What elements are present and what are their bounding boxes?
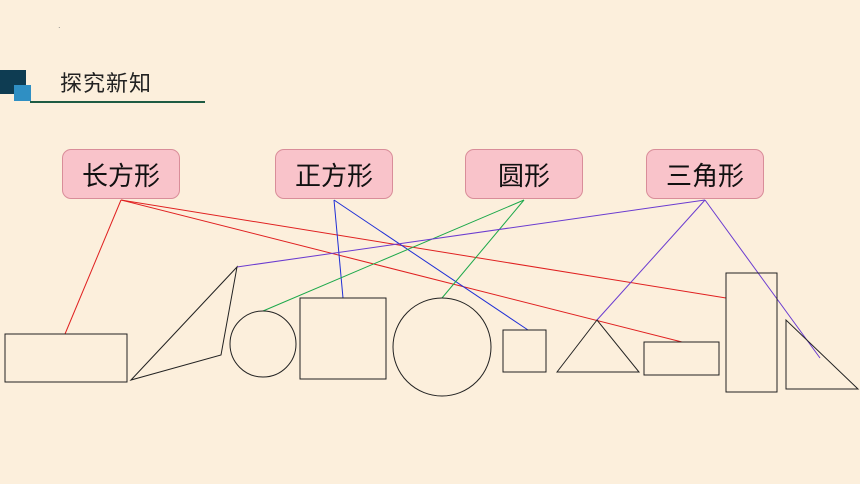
shape-large-square [299,297,387,380]
shape-small-circle [229,310,297,378]
label-square[interactable]: 正方形 [275,149,393,199]
shape-wide-rectangle [4,333,128,383]
shapes [4,265,860,397]
line-square-to-square1 [333,199,344,299]
line-circle-to-circle1 [262,199,525,312]
shape-large-circle [392,297,492,397]
label-triangle[interactable]: 三角形 [646,149,764,199]
line-circle-to-circle2 [441,199,525,299]
shape-right-triangle [785,318,860,390]
line-rect-to-flat-rect [120,199,683,343]
section-title: 探究新知 [60,72,153,97]
label-circle[interactable]: 圆形 [465,149,583,199]
dot-mark: . [58,21,61,30]
line-rect-to-rect1 [64,199,122,335]
shape-tall-rectangle [725,272,778,393]
shape-flat-rectangle [643,341,720,376]
shape-small-square [502,329,547,373]
label-rectangle[interactable]: 长方形 [62,149,180,199]
line-triangle-to-triangle1 [236,199,706,268]
line-rect-to-tall-rect [120,199,727,299]
shape-isosceles-triangle [555,319,641,373]
line-square-to-square2 [333,199,529,331]
line-triangle-to-triangle2 [596,199,706,321]
connector-lines [64,199,821,359]
shape-obtuse-triangle [129,265,238,381]
title-underline [30,101,205,103]
corner-light-square-icon [14,85,31,101]
line-triangle-to-triangle3 [704,199,821,359]
